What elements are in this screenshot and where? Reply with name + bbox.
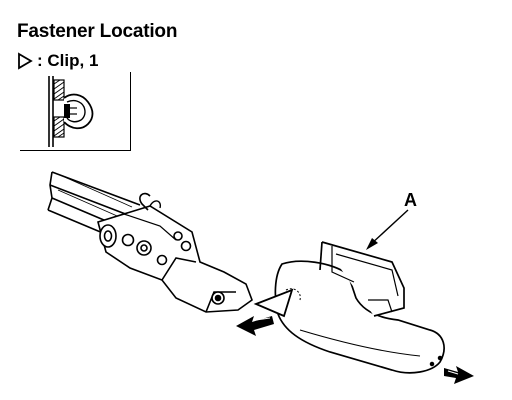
seat-rail-drawing bbox=[47, 171, 141, 237]
removal-arrow-right-icon bbox=[444, 366, 474, 384]
callout-leader-line bbox=[366, 209, 409, 250]
clip-detail-inset bbox=[20, 72, 131, 151]
removal-arrow-left-icon bbox=[236, 316, 274, 336]
clip-triangle-icon bbox=[18, 52, 33, 70]
legend-label: : Clip, 1 bbox=[37, 51, 99, 70]
end-cover-a-drawing bbox=[274, 241, 445, 374]
clip-cross-section-drawing bbox=[48, 76, 94, 147]
rail-end-bracket-drawing bbox=[97, 192, 253, 313]
page-title: Fastener Location bbox=[17, 21, 178, 42]
callout-label-a: A bbox=[404, 190, 417, 210]
clip-location-marker-icon bbox=[253, 288, 301, 318]
legend-clip: : Clip, 1 bbox=[17, 51, 98, 71]
